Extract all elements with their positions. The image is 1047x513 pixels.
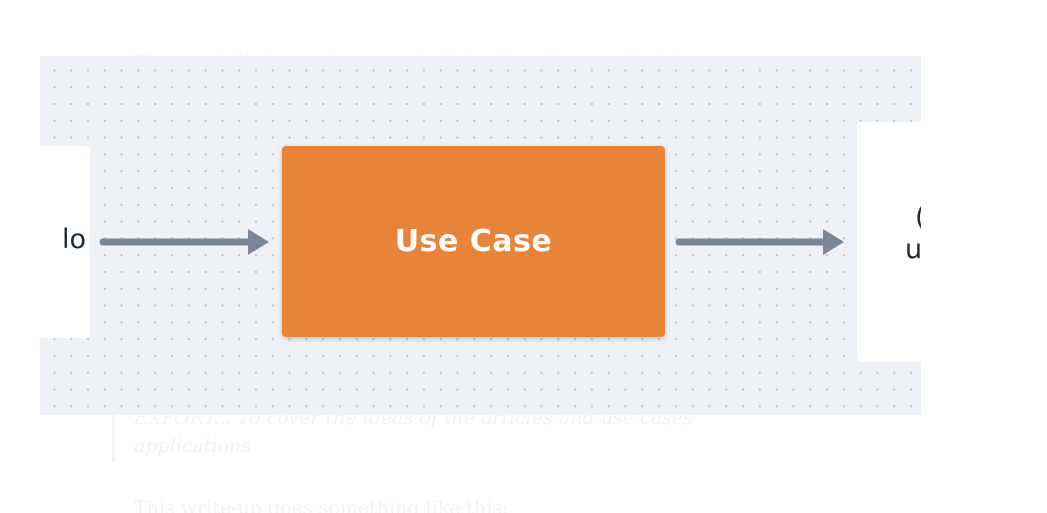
node-center-label: Use Case xyxy=(394,224,553,259)
background-quote-line: applications xyxy=(134,435,251,457)
background-body-line: This write-up goes something like this: xyxy=(134,497,509,513)
node-left-label: lo xyxy=(61,224,86,255)
node-right-label-line: u xyxy=(905,234,921,265)
node-right-label-line: ( xyxy=(905,202,921,234)
blockquote-bar xyxy=(112,400,115,462)
arrow-center-to-right xyxy=(675,229,844,255)
diagram-node-right[interactable]: ( u xyxy=(857,122,921,362)
diagram-node-use-case[interactable]: Use Case xyxy=(282,146,665,337)
node-right-label: ( u xyxy=(905,202,921,266)
diagram-connectors xyxy=(99,229,844,255)
diagram-canvas[interactable]: lo Use Case ( u xyxy=(40,56,921,415)
diagram-node-left[interactable]: lo xyxy=(40,146,90,338)
arrow-left-to-center xyxy=(99,229,269,255)
